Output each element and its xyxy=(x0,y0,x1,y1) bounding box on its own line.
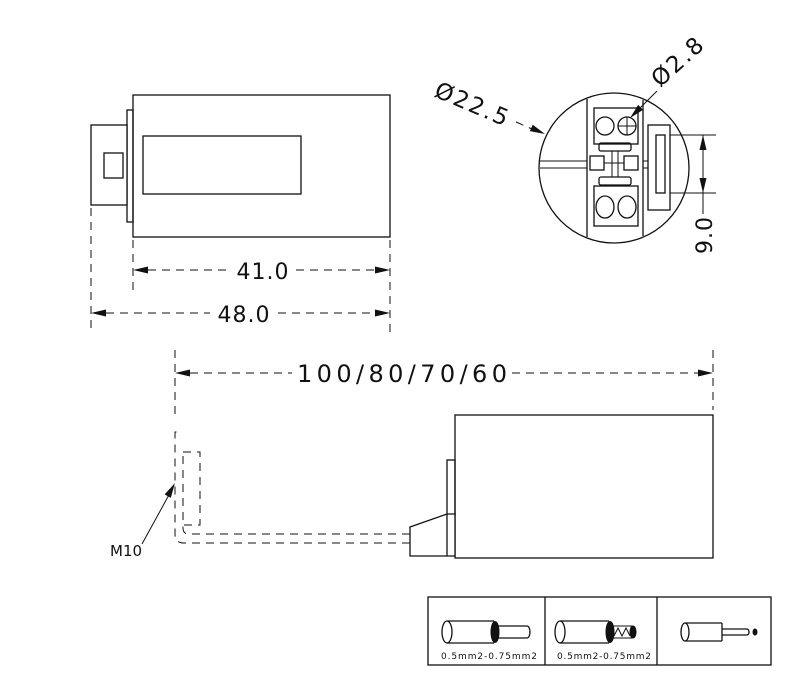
dimension-cable-length: 100/80/70/60 xyxy=(174,350,714,420)
terminal-pin xyxy=(722,628,750,636)
bottom-side-view: M10 xyxy=(110,414,714,560)
insulation-cut xyxy=(605,621,615,643)
dimension-text: 100/80/70/60 xyxy=(297,360,507,388)
wire-table: 0.5mm2-0.75mm2 0.5mm2-0.75mm2 xyxy=(427,596,772,666)
side-tab-slot xyxy=(655,134,666,194)
dimension-body-length: 41.0 xyxy=(133,260,390,285)
cable-gland xyxy=(409,513,456,557)
table-frame xyxy=(427,596,772,666)
pin-tip xyxy=(752,628,758,636)
thread-label: M10 xyxy=(110,542,142,560)
arrowhead-left xyxy=(91,309,106,317)
dimension-text: 9.0 xyxy=(693,216,718,254)
dimension-tab-width: 9.0 xyxy=(670,134,718,254)
wire-size-label: 0.5mm2-0.75mm2 xyxy=(557,652,651,662)
cable-outer-line xyxy=(174,431,410,544)
leader-line xyxy=(141,492,171,545)
pin-terminal-icon xyxy=(680,622,758,642)
top-view-extension-lines xyxy=(90,208,391,332)
leader-line xyxy=(515,121,533,130)
arrowhead-right xyxy=(375,309,390,317)
wire-size-label: 0.5mm2-0.75mm2 xyxy=(441,652,537,662)
m10-nut xyxy=(182,451,201,526)
arrowhead-right xyxy=(375,266,390,274)
side-tab xyxy=(647,124,671,211)
lower-terminal-housing xyxy=(593,185,639,227)
terminal-body-end xyxy=(680,622,690,642)
insulation-end xyxy=(554,620,566,644)
label-window xyxy=(142,135,302,195)
arrowhead xyxy=(630,104,644,118)
dimension-text: 41.0 xyxy=(237,260,290,285)
upper-terminal-housing xyxy=(593,107,639,145)
terminal-screw-icon xyxy=(595,195,615,219)
arrowhead-up xyxy=(699,135,707,150)
arrowhead-down xyxy=(699,178,707,193)
middle-contact-left xyxy=(589,155,605,171)
connector-socket xyxy=(103,152,124,179)
dimension-text: Ø2.8 xyxy=(647,31,711,92)
housing-body xyxy=(132,94,391,238)
connector-block xyxy=(90,124,128,206)
arrowhead xyxy=(164,483,175,498)
dimension-text: Ø22.5 xyxy=(431,78,514,133)
middle-contact-right xyxy=(623,155,639,171)
terminal-screw-icon xyxy=(617,195,637,219)
upper-clamp-bar xyxy=(598,142,632,152)
housing-outline-circle xyxy=(538,92,690,244)
twisted-wire-icon xyxy=(554,620,637,644)
end-view xyxy=(538,92,690,244)
arrowhead xyxy=(529,124,545,134)
insulation-cut xyxy=(490,621,500,643)
mounting-flange xyxy=(446,459,456,516)
dimension-text: 48.0 xyxy=(218,303,271,328)
cable-inner-line xyxy=(182,525,410,535)
twisted-strands xyxy=(613,626,631,638)
dimension-outer-diameter: Ø22.5 xyxy=(431,78,545,134)
dimension-hole-diameter: Ø2.8 xyxy=(630,31,711,118)
mounting-flange xyxy=(126,109,134,223)
arrowhead-right xyxy=(698,369,713,377)
top-side-view xyxy=(90,94,391,238)
stripped-wire-icon xyxy=(441,620,531,644)
arrowhead-left xyxy=(175,369,190,377)
dimension-overall-length: 48.0 xyxy=(91,303,390,328)
arrowhead-left xyxy=(133,266,148,274)
conductor-tip xyxy=(629,625,637,639)
terminal-screw-icon xyxy=(595,116,615,136)
housing-body xyxy=(454,414,714,559)
lower-clamp-bar xyxy=(598,176,632,186)
insulation-end xyxy=(441,620,453,644)
conductor xyxy=(497,625,531,639)
